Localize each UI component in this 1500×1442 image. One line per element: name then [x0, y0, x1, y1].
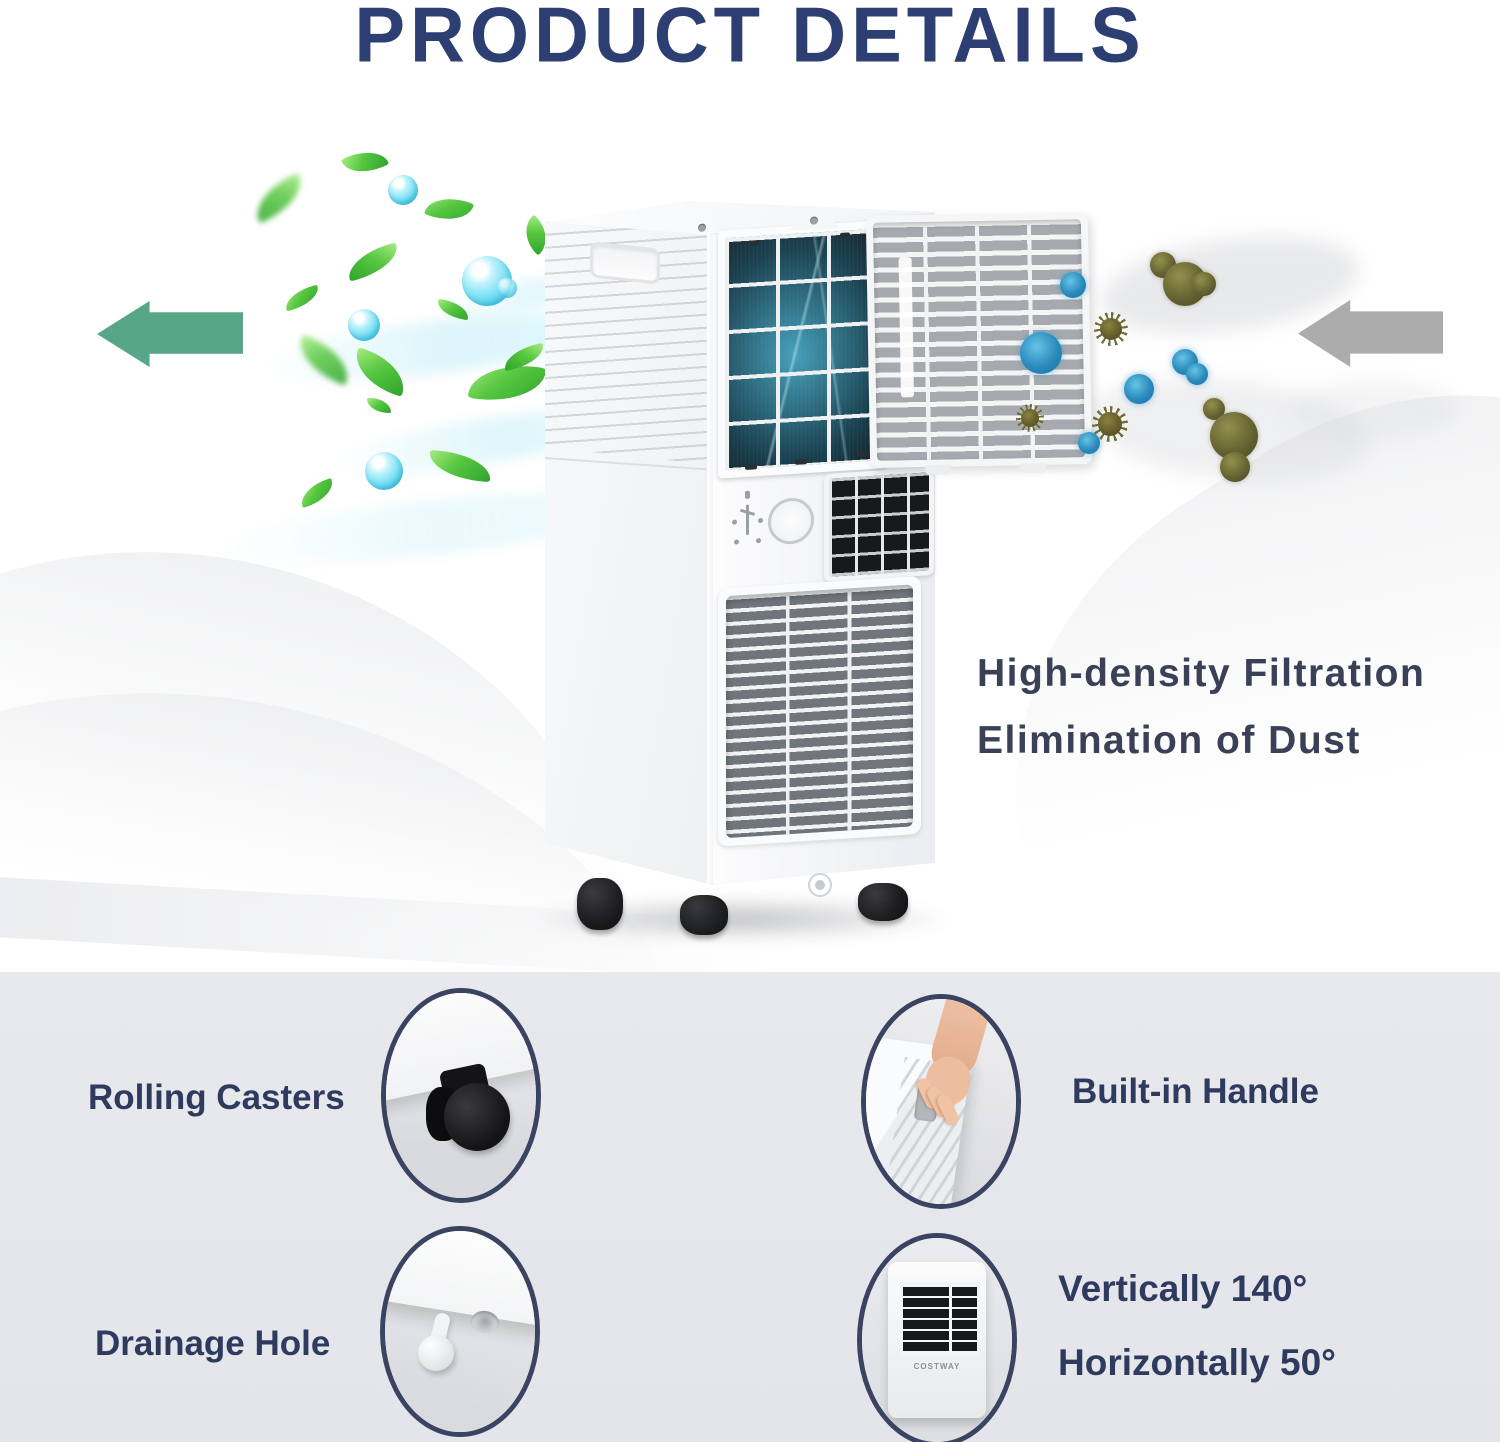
leaf-icon — [282, 284, 322, 312]
filter-grille-foot — [925, 464, 952, 475]
filter-grille-foot — [1020, 462, 1047, 474]
dust-particle-olive-icon — [1203, 398, 1225, 420]
leaf-icon — [423, 189, 475, 229]
ac-caster-wheel — [577, 878, 623, 930]
dust-particle-blue-icon — [1020, 332, 1062, 374]
ac-hose-port — [768, 496, 814, 546]
water-droplet-icon — [348, 309, 380, 341]
feature-label-vertical-angle: Vertically 140° — [1058, 1268, 1308, 1309]
air-conditioner-unit — [525, 195, 955, 955]
feature-label-drainage-hole: Drainage Hole — [95, 1324, 331, 1363]
feature-photo-built-in-handle — [861, 994, 1021, 1209]
page-title: PRODUCT DETAILS — [354, 0, 1146, 79]
clean-air-arrow-icon — [97, 301, 243, 367]
ac-filter-clip — [795, 459, 807, 465]
dust-particle-spiky-icon — [1016, 404, 1044, 432]
ac-filter-clip — [750, 240, 760, 246]
ac-drain-plug — [808, 873, 832, 897]
water-droplet-icon — [388, 175, 418, 205]
ac-caster-wheel — [858, 883, 908, 921]
dust-particle-blue-icon — [1124, 374, 1154, 404]
leaf-icon — [296, 477, 338, 509]
feature-label-rolling-casters: Rolling Casters — [88, 1078, 345, 1117]
ac-rear-vent — [718, 575, 921, 847]
ac-printed-symbols — [730, 490, 766, 554]
dust-particle-spiky-icon — [1094, 312, 1128, 346]
hero-caption: High-density Filtration Elimination of D… — [977, 640, 1425, 774]
water-droplet-icon — [365, 452, 403, 490]
feature-photo-oscillation: COSTWAY — [857, 1233, 1017, 1442]
ac-ground-shadow — [525, 895, 955, 943]
feature-photo-drainage-hole — [380, 1226, 540, 1437]
ac-filter-clip — [745, 464, 757, 470]
features-section: Rolling Casters Built-in Handle Drainage… — [0, 972, 1500, 1442]
dust-wisp-icon — [1290, 380, 1460, 440]
ac-filter-grid — [725, 228, 879, 471]
dust-particle-blue-icon — [1078, 432, 1100, 454]
dust-particle-blue-icon — [1060, 272, 1086, 298]
ac-filter-clip — [858, 451, 870, 457]
leaf-icon — [340, 142, 390, 182]
feature-label-built-in-handle: Built-in Handle — [1072, 1072, 1319, 1111]
dust-particle-spiky-icon — [1092, 406, 1128, 442]
feature-photo-rolling-casters — [381, 988, 541, 1203]
hero-scene: High-density Filtration Elimination of D… — [0, 90, 1500, 972]
hero-caption-line2: Elimination of Dust — [977, 719, 1361, 762]
leaf-icon — [367, 398, 391, 413]
feature-label-horizontal-angle: Horizontally 50° — [1058, 1342, 1336, 1383]
drain-plug-icon — [418, 1335, 454, 1371]
ac-corner-edge — [707, 233, 718, 883]
ac-filter-clip — [840, 232, 850, 239]
hero-caption-line1: High-density Filtration — [977, 652, 1426, 695]
leaf-icon — [343, 242, 403, 282]
water-droplet-icon — [497, 278, 517, 298]
dust-particle-blue-icon — [1186, 363, 1208, 385]
ac-exhaust-vent-small — [824, 467, 934, 583]
front-louver-icon — [900, 1282, 980, 1356]
filter-grille-bracket — [898, 257, 914, 398]
dirty-air-arrow-icon — [1298, 300, 1443, 367]
dust-particle-olive-icon — [1220, 452, 1250, 482]
leaf-icon — [247, 172, 311, 224]
screw-icon — [698, 223, 706, 232]
dust-particle-olive-icon — [1192, 272, 1216, 296]
ac-caster-wheel — [680, 895, 728, 935]
brand-logo: COSTWAY — [913, 1362, 961, 1371]
